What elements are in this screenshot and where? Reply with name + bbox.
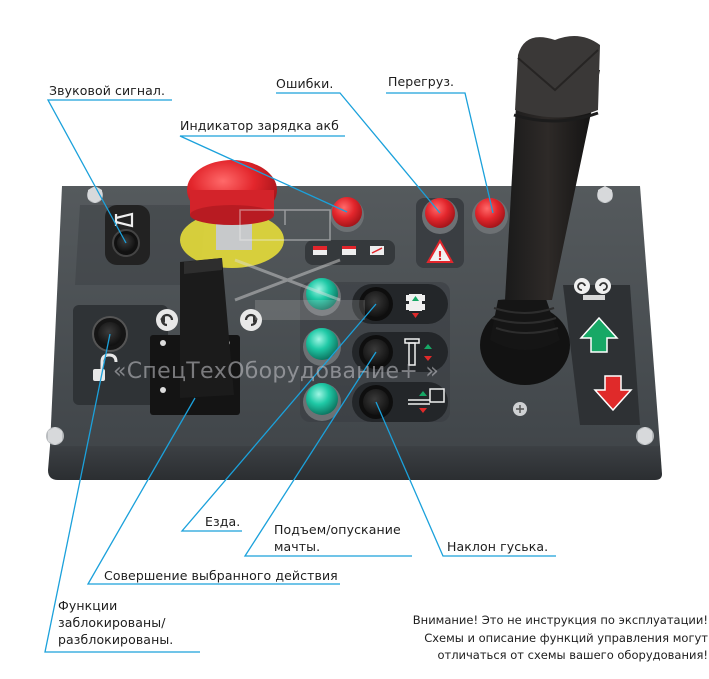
watermark-graphic [234,209,365,320]
callout-line-lock [44,333,200,653]
rotate-right-icon [240,309,262,331]
callout-mast: Подъем/опускание мачты. [274,522,401,554]
error-led [422,198,458,234]
tilt-mode-light [303,383,341,421]
callout-lines [44,92,556,653]
callout-line-errors [276,92,441,214]
battery-icon-100 [370,246,384,255]
callout-errors: Ошибки. [276,76,334,91]
mast-lift-icon [404,338,432,366]
bolt [636,427,654,445]
screw [513,402,527,416]
platform-icon [583,295,605,300]
rotate-left-icon [574,278,590,294]
callout-line-horn [46,99,172,244]
rotate-right-icon [595,278,611,294]
bolt [597,186,613,203]
main-joystick[interactable] [480,36,600,385]
watermark-text: «СпецТехОборудование+ » [113,359,440,384]
callout-lock: Функции заблокированы/ разблокированы. [58,598,174,647]
callout-horn: Звуковой сигнал. [49,83,166,98]
bolt [46,427,64,445]
callout-battery: Индикатор зарядка акб [180,118,339,133]
callout-line-mast [243,351,412,557]
drive-button[interactable] [352,284,448,324]
warning-triangle-icon: ! [426,238,454,263]
emergency-stop-button[interactable] [180,160,284,268]
disclaimer-text: Внимание! Это не инструкция по эксплуата… [412,613,708,662]
callout-line-drive [180,303,377,532]
bolt [87,186,103,203]
rotate-left-icon [156,309,178,331]
callout-line-overload [386,92,494,214]
callout-line-execute [86,397,340,585]
vehicle-drive-icon [406,294,425,318]
arrow-down-icon [593,375,633,412]
battery-level-icons [313,246,384,255]
boom-tilt-icon [408,388,445,413]
callout-drive: Езда. [205,514,241,529]
callout-line-battery [179,135,348,213]
svg-text:!: ! [437,249,442,263]
mini-joystick[interactable] [150,258,240,415]
arrow-up-icon [579,316,619,353]
callout-line-tilt [375,401,556,557]
battery-icon-40 [342,246,356,255]
drive-mode-light [303,278,341,316]
battery-icon-20 [313,246,327,255]
callout-execute: Совершение выбранного действия [104,568,338,583]
callout-tilt: Наклон гуська. [447,539,549,554]
overload-led [472,198,508,234]
callout-overload: Перегруз. [388,74,455,89]
